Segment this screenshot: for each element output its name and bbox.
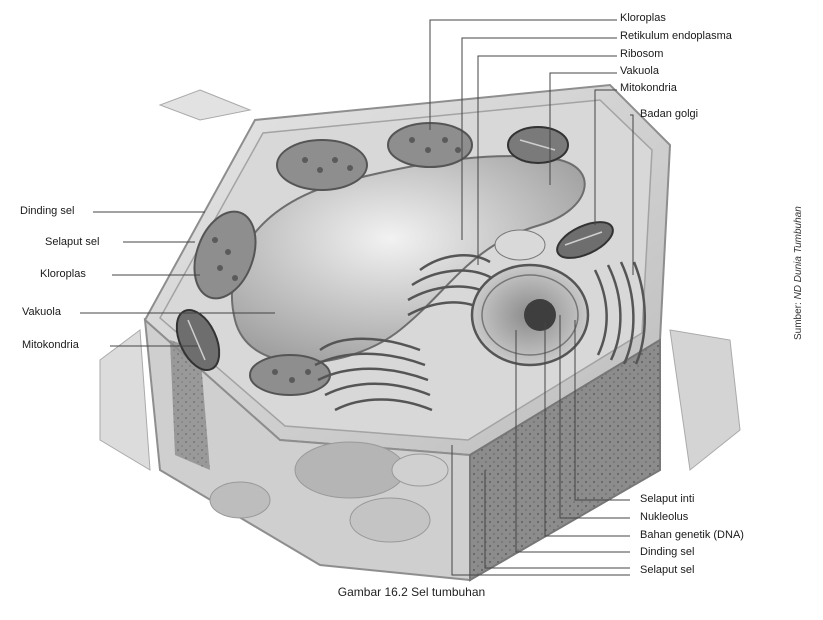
label-vakuola-top: Vakuola — [620, 65, 659, 78]
label-selaput-sel-bottom: Selaput sel — [640, 564, 694, 577]
source-prefix: Sumber: — [793, 299, 804, 340]
label-selaput-inti: Selaput inti — [640, 493, 694, 506]
label-badan-golgi: Badan golgi — [640, 108, 698, 121]
label-vakuola-left: Vakuola — [22, 306, 61, 319]
nucleolus — [524, 299, 556, 331]
source-note: Sumber: ND Dunia Tumbuhan — [793, 206, 804, 340]
label-retikulum-endoplasma: Retikulum endoplasma — [620, 30, 732, 43]
label-mitokondria-left: Mitokondria — [22, 339, 79, 352]
label-ribosom: Ribosom — [620, 48, 663, 61]
label-dinding-sel-left: Dinding sel — [20, 205, 74, 218]
label-kloroplas-top: Kloroplas — [620, 12, 666, 25]
label-nukleolus: Nukleolus — [640, 511, 688, 524]
label-kloroplas-left: Kloroplas — [40, 268, 86, 281]
source-text: ND Dunia Tumbuhan — [793, 206, 804, 299]
label-mitokondria-top: Mitokondria — [620, 82, 677, 95]
figure-caption: Gambar 16.2 Sel tumbuhan — [0, 585, 823, 599]
label-selaput-sel-left: Selaput sel — [45, 236, 99, 249]
label-dinding-sel-bottom: Dinding sel — [640, 546, 694, 559]
label-bahan-genetik: Bahan genetik (DNA) — [640, 529, 744, 542]
